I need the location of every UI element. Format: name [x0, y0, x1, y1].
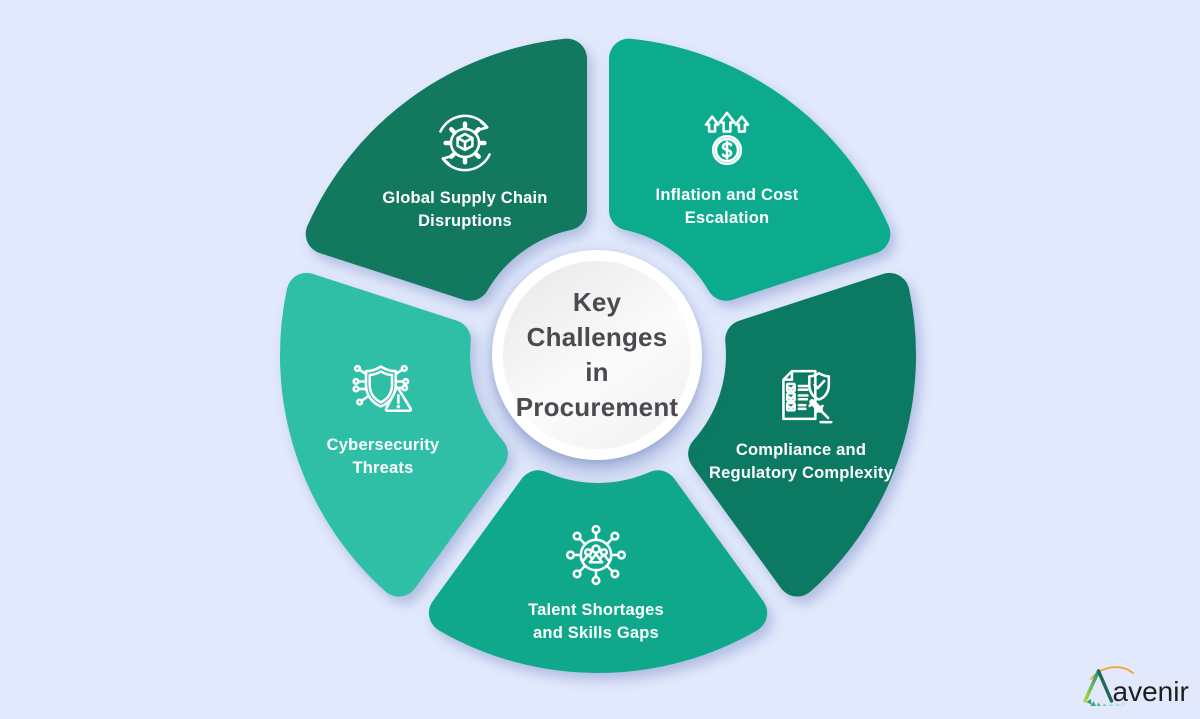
compliance-checklist-icon	[767, 361, 835, 429]
content-talent-shortages-and-skills-gaps: Talent Shortages and Skills Gaps	[471, 521, 721, 645]
content-global-supply-chain-disruptions: Global Supply Chain Disruptions	[340, 109, 590, 233]
segment-label: Global Supply Chain Disruptions	[382, 187, 547, 233]
segment-label: Compliance and Regulatory Complexity	[709, 439, 893, 485]
hub-title-line2: in Procurement	[515, 357, 679, 422]
hub-disc: Key Challenges in Procurement	[503, 261, 691, 449]
segment-label: Inflation and Cost Escalation	[656, 184, 799, 230]
label-line: Threats	[352, 459, 414, 477]
label-line: Compliance and	[735, 441, 867, 459]
segment-label: Cybersecurity Threats	[327, 434, 440, 480]
label-line: Escalation	[684, 209, 770, 227]
label-line: Talent Shortages	[528, 601, 664, 619]
segment-inflation-and-cost-escalation	[609, 38, 891, 301]
label-line: Inflation and Cost	[655, 186, 799, 204]
label-line: Disruptions	[418, 212, 512, 230]
cyber-shield-icon	[352, 364, 413, 412]
logo-triangle-trail	[1086, 698, 1127, 706]
center-hub: Key Challenges in Procurement	[492, 250, 702, 460]
logo-arc	[1090, 666, 1134, 680]
money-growth-icon	[704, 111, 750, 166]
segment-talent-shortages-and-skills-gaps	[428, 470, 768, 673]
label-line: Regulatory Complexity	[709, 464, 893, 482]
content-inflation-and-cost-escalation: Inflation and Cost Escalation	[602, 106, 852, 230]
segment-compliance-and-regulatory-complexity	[688, 272, 916, 597]
logo-lambda-right	[1096, 669, 1114, 703]
talent-network-icon	[565, 524, 627, 586]
segment-cybersecurity-threats	[280, 272, 508, 597]
label-line: Cybersecurity	[326, 436, 440, 454]
supply-chain-icon	[431, 109, 499, 177]
segment-label: Talent Shortages and Skills Gaps	[528, 599, 664, 645]
label-line: Global Supply Chain	[382, 189, 548, 207]
aavenir-logo: avenir	[1083, 666, 1189, 706]
content-compliance-and-regulatory-complexity: Compliance and Regulatory Complexity	[676, 361, 926, 485]
content-cybersecurity-threats: Cybersecurity Threats	[258, 356, 508, 480]
hub-title: Key Challenges in Procurement	[503, 285, 691, 425]
logo-text: avenir	[1113, 676, 1189, 706]
hub-title-line1: Key Challenges	[526, 287, 668, 352]
segment-global-supply-chain-disruptions	[305, 38, 587, 301]
label-line: and Skills Gaps	[533, 624, 659, 642]
logo-lambda-left	[1083, 669, 1101, 703]
